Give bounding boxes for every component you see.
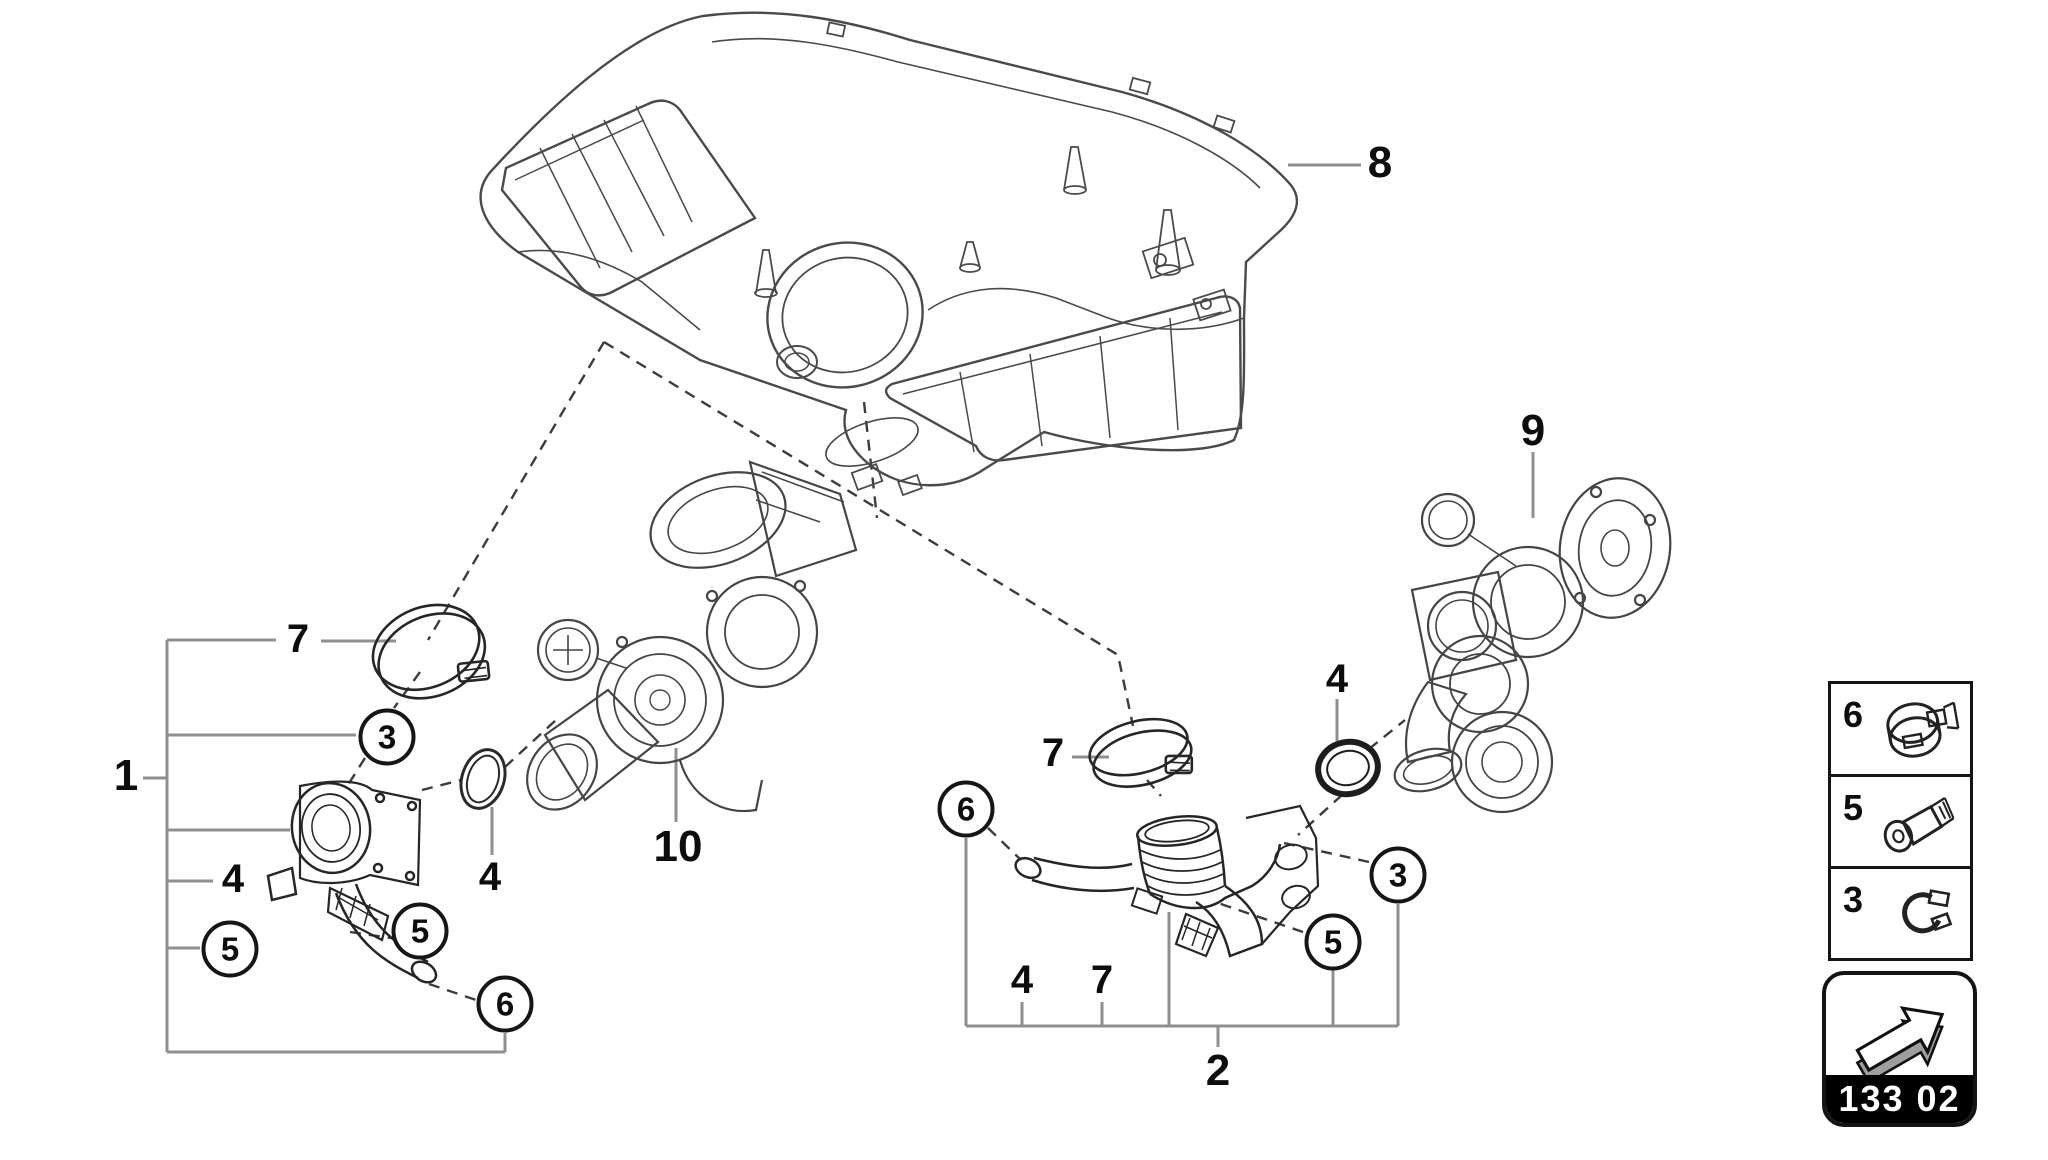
clamp-right-drawing <box>1088 717 1194 788</box>
label-clamp-7-right: 7 <box>1041 731 1065 775</box>
callout-5-left: 5 <box>201 920 259 978</box>
label-clamp-7-right-bracket: 7 <box>1090 958 1114 1002</box>
callout-3-right: 3 <box>1369 846 1427 904</box>
callout-5-left-b: 5 <box>391 902 449 960</box>
section-code-box: 133 02 <box>1822 971 1977 1127</box>
legend-row-bolt: 5 <box>1831 774 1970 866</box>
section-code-bar: 133 02 <box>1826 1075 1973 1123</box>
turbo-left-drawing <box>526 460 858 813</box>
clamp-left-drawing <box>371 603 491 700</box>
label-clamp-7-left: 7 <box>286 617 310 661</box>
oring-right-drawing <box>1315 738 1381 798</box>
direction-arrow-icon <box>1832 977 1967 1086</box>
label-seal-4-left: 4 <box>478 855 502 899</box>
label-group-2: 2 <box>1205 1046 1231 1095</box>
legend-panel: 6 5 <box>1828 681 1973 961</box>
callout-6-right: 6 <box>937 780 995 838</box>
label-turbo-10: 10 <box>653 822 703 871</box>
turbo-right-drawing <box>1393 477 1672 814</box>
label-seal-4-right-bracket: 4 <box>1010 958 1034 1002</box>
section-code-text: 133 02 <box>1838 1078 1961 1119</box>
legend-row-clip: 3 <box>1831 866 1970 958</box>
legend-number-6: 6 <box>1843 694 1864 735</box>
legend-number-5: 5 <box>1843 787 1864 828</box>
callout-5-right: 5 <box>1304 913 1362 971</box>
dashed-leader-lines <box>344 340 1406 1002</box>
throttle-assembly-left-drawing <box>266 780 438 984</box>
label-seal-4-right: 4 <box>1325 657 1349 701</box>
callout-3-left: 3 <box>358 708 416 766</box>
oring-left-drawing <box>459 748 507 810</box>
legend-number-3: 3 <box>1843 879 1864 920</box>
shoulder-bolt-icon <box>1874 785 1966 864</box>
label-turbo-9: 9 <box>1520 406 1546 455</box>
label-seal-4-left-bracket: 4 <box>221 857 245 901</box>
label-group-1: 1 <box>113 751 139 800</box>
spring-clip-icon <box>1874 877 1966 956</box>
throttle-assembly-right-drawing <box>1014 804 1320 958</box>
hose-clamp-icon <box>1874 692 1966 771</box>
legend-row-clamp: 6 <box>1831 684 1970 774</box>
label-airbox-8: 8 <box>1367 138 1393 187</box>
airbox-drawing <box>479 11 1299 497</box>
callout-6-left: 6 <box>476 975 534 1033</box>
bracket-lines <box>143 163 1535 1054</box>
